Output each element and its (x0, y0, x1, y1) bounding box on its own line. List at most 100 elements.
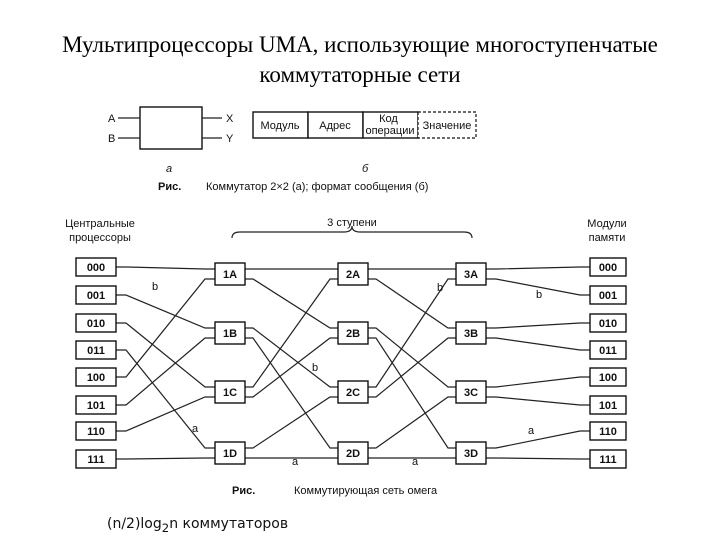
caption2-prefix: Рис. (232, 485, 255, 497)
path-label: a (192, 423, 199, 435)
memory-label: 111 (599, 454, 616, 466)
cpu-label: 001 (87, 290, 105, 302)
cpu-label: 110 (87, 426, 105, 438)
switch-count-pre: (n/2)log (107, 516, 162, 532)
field-address (307, 111, 364, 139)
cpu-box (75, 449, 117, 469)
wire-cpu-to-stage1 (116, 349, 215, 449)
memory-column-label-line2: памяти (589, 232, 626, 244)
wire-stage3-to-memory (486, 457, 590, 460)
switch-label: 1A (223, 269, 237, 281)
caption1-prefix: Рис. (158, 181, 181, 193)
path-label: b (437, 282, 443, 294)
field-module-label: Модуль (261, 120, 300, 132)
switch-box (214, 321, 246, 345)
wire-stage3-to-memory (486, 322, 590, 329)
cpu-box (75, 313, 117, 333)
wire-stage3-to-memory (486, 430, 590, 449)
path-label: b (536, 289, 542, 301)
wire-stage1-to-stage2 (245, 396, 338, 449)
wire-stage2-to-stage3 (368, 278, 456, 329)
switch-box (214, 262, 246, 286)
wire-cpu-to-stage1 (116, 396, 215, 432)
switch-box (337, 380, 369, 404)
cpu-label: 011 (87, 345, 105, 357)
switch-box (455, 380, 487, 404)
memory-label: 101 (599, 400, 617, 412)
wire-stage1-to-stage2 (245, 278, 338, 329)
memory-box (589, 449, 627, 469)
switch-label: 3A (464, 269, 478, 281)
switch-input-b-label: B (108, 133, 115, 145)
wire-stage3-to-memory (486, 337, 590, 351)
memory-label: 010 (599, 318, 617, 330)
memory-label: 000 (599, 262, 617, 274)
switch-label: 1B (223, 328, 237, 340)
path-label: b (152, 281, 158, 293)
field-value (417, 111, 477, 139)
cpu-column-label-line2: процессоры (69, 232, 131, 244)
memory-label: 100 (599, 372, 617, 384)
wire-stage2-to-stage3 (368, 278, 456, 388)
switch-input-a-label: A (108, 113, 116, 125)
switch-label: 2C (346, 387, 360, 399)
switch-box (214, 441, 246, 465)
wire-stage1-to-stage2 (245, 327, 338, 388)
wire-stage1-to-stage2 (245, 337, 338, 398)
field-opcode (362, 111, 419, 139)
memory-box (589, 257, 627, 277)
path-label: b (312, 362, 318, 374)
memory-label: 001 (599, 290, 617, 302)
page-title-line2: коммутаторные сети (259, 62, 461, 87)
wire-stage2-to-stage3 (368, 327, 456, 388)
field-opcode-label: Код операции (365, 113, 414, 137)
network-nodes: 000 001 010 011 100 101 110 111 000 001 010 011 100 1… (75, 257, 627, 469)
memory-box (589, 367, 627, 387)
switch-box (337, 321, 369, 345)
wire-stage2-to-stage3 (368, 337, 456, 449)
switch-label: 1D (223, 448, 237, 460)
wire-cpu-to-stage1 (116, 457, 215, 460)
memory-box (589, 285, 627, 305)
stages-brace-left (231, 225, 353, 239)
field-address-label: Адрес (319, 120, 351, 132)
wire-stage3-to-memory (486, 278, 590, 296)
caption1-text: Коммутатор 2×2 (а); формат сообщения (б) (206, 181, 428, 193)
switch-box (455, 262, 487, 286)
wire-stage3-to-memory (486, 266, 590, 270)
memory-box (589, 395, 627, 415)
wire-stage2-to-stage3 (368, 337, 456, 398)
cpu-label: 100 (87, 372, 105, 384)
cpu-label: 010 (87, 318, 105, 330)
cpu-box (75, 395, 117, 415)
cpu-label: 000 (87, 262, 105, 274)
page-title-line1: Мультипроцессоры UMA, использующие много… (62, 32, 658, 57)
wire-cpu-to-stage1 (116, 322, 215, 388)
cpu-box (75, 285, 117, 305)
switch-count-sub: 2 (161, 520, 170, 535)
memory-box (589, 313, 627, 333)
message-format-figure: Модуль Адрес Код операции Значение б (252, 111, 477, 175)
switch-output-y-label: Y (226, 133, 234, 145)
switch-label: 2B (346, 328, 360, 340)
switch-output-x-label: X (226, 113, 234, 125)
memory-label: 011 (599, 345, 617, 357)
memory-column-label-line1: Модули (587, 218, 626, 230)
cpu-column-label-line1: Центральные (65, 218, 135, 230)
path-label: a (528, 425, 535, 437)
field-opcode-label-line2: операции (365, 125, 414, 137)
cpu-label: 111 (87, 454, 104, 466)
wire-stage3-to-memory (486, 396, 590, 406)
field-value-label: Значение (423, 120, 472, 132)
switch-count-note: (n/2)log2n коммутаторов (107, 516, 288, 535)
switch-label: 3C (464, 387, 478, 399)
fig-b-sublabel: б (362, 163, 369, 175)
memory-box (589, 421, 627, 441)
memory-label: 110 (599, 426, 617, 438)
switch-label: 1C (223, 387, 237, 399)
switch-2x2-figure: A B X Y а (108, 106, 234, 175)
fig-a-sublabel: а (166, 163, 172, 175)
cpu-box (75, 257, 117, 277)
caption2-text: Коммутирующая сеть омега (294, 485, 438, 497)
